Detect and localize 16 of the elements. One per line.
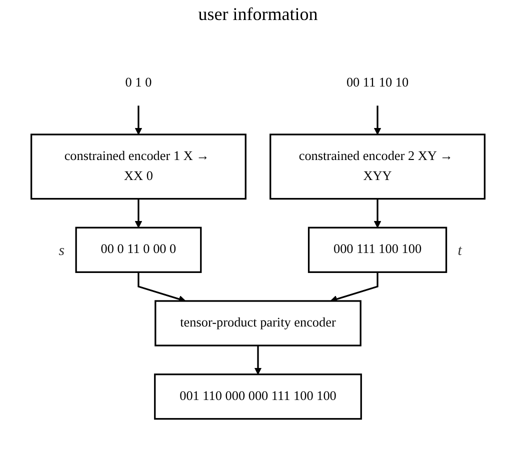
- input-bits-text: 0 1 0: [125, 76, 152, 90]
- process-box: constrained encoder 1 X → XX 0: [30, 134, 246, 200]
- arrow: [134, 198, 142, 228]
- input-bits-text: 00 11 10 10: [346, 76, 409, 90]
- sequence-label: t: [458, 242, 462, 259]
- diagram-title: user information: [197, 4, 319, 25]
- arrow: [254, 346, 262, 375]
- arrow: [134, 106, 142, 135]
- process-box: tensor-product parity encoder: [154, 300, 362, 346]
- process-box: 00 0 11 0 00 0: [75, 226, 202, 273]
- process-box: 000 111 100 100: [308, 226, 448, 273]
- process-box: constrained encoder 2 XY → XYY: [270, 134, 486, 200]
- sequence-label: s: [58, 242, 65, 259]
- arrow: [374, 106, 382, 135]
- process-box: 001 110 000 000 111 100 100: [154, 374, 362, 420]
- arrow: [374, 198, 382, 228]
